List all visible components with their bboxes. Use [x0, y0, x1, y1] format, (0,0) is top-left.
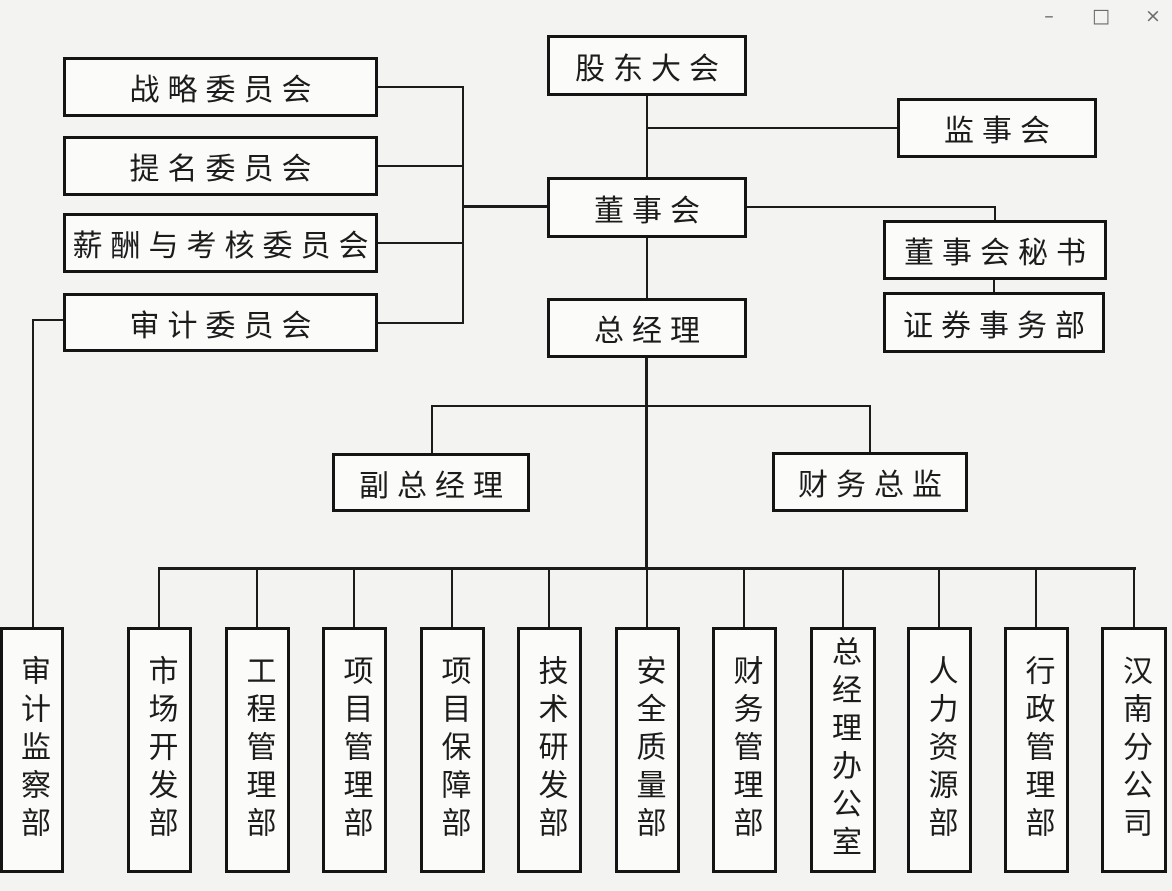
connector-shareholders-supervisory	[647, 127, 897, 129]
stub-dept-hannan	[1133, 570, 1135, 627]
node-board-secretary: 董事会秘书	[883, 220, 1107, 280]
node-audit-committee: 审计委员会	[63, 293, 378, 352]
node-dept-market-development: 市场开发部	[127, 627, 192, 873]
node-supervisory-board: 监事会	[897, 98, 1097, 158]
connector-deputy-gm-stub	[431, 407, 433, 453]
connector-bottom-horizontal	[158, 567, 1136, 570]
connector-audit-committee-dept-h	[33, 319, 63, 321]
node-dept-engineering-mgmt: 工程管理部	[225, 627, 290, 873]
stub-dept-engineering	[256, 570, 258, 627]
node-deputy-general-manager: 副总经理	[332, 453, 530, 512]
node-general-manager: 总经理	[547, 298, 747, 358]
connector-audit-committee-dept-v	[32, 319, 34, 627]
close-icon[interactable]: ×	[1145, 5, 1161, 27]
node-remuneration-committee: 薪酬与考核委员会	[63, 213, 378, 273]
node-dept-project-mgmt: 项目管理部	[322, 627, 387, 873]
minimize-icon[interactable]: –	[1044, 5, 1054, 27]
stub-dept-project-support	[451, 570, 453, 627]
stub-dept-tech-rd	[548, 570, 550, 627]
stub-dept-safety-quality	[646, 570, 648, 627]
connector-remuneration-stub	[378, 242, 463, 244]
node-nomination-committee: 提名委员会	[63, 136, 378, 196]
node-dept-tech-rd: 技术研发部	[517, 627, 582, 873]
connector-finance-director-stub	[869, 407, 871, 452]
stub-dept-finance-mgmt	[743, 570, 745, 627]
node-dept-project-support: 项目保障部	[420, 627, 485, 873]
node-dept-gm-office: 总经理办公室	[810, 627, 876, 873]
node-board-of-directors: 董事会	[547, 177, 747, 238]
window-controls: – □ ×	[1034, 0, 1168, 32]
stub-dept-project-mgmt	[353, 570, 355, 627]
node-securities-affairs-dept: 证券事务部	[883, 292, 1105, 353]
node-dept-safety-quality: 安全质量部	[615, 627, 680, 873]
connector-strategy-stub	[378, 86, 463, 88]
maximize-icon[interactable]: □	[1092, 5, 1110, 27]
connector-board-secretary-v	[994, 208, 996, 220]
connector-board-gm	[646, 238, 648, 298]
connector-board-secretary-h	[747, 206, 996, 208]
stub-dept-market	[158, 570, 160, 627]
node-dept-admin-mgmt: 行政管理部	[1004, 627, 1069, 873]
stub-dept-admin	[1035, 570, 1037, 627]
connector-audit-stub	[378, 322, 463, 324]
trunk-gm-vertical	[645, 358, 648, 570]
connector-nomination-stub	[378, 165, 463, 167]
node-finance-director: 财务总监	[772, 452, 968, 512]
connector-committees-board	[462, 205, 547, 208]
connector-shareholders-board	[646, 96, 648, 178]
node-shareholders-meeting: 股东大会	[547, 35, 747, 96]
node-dept-hannan-branch: 汉南分公司	[1101, 627, 1167, 873]
node-strategy-committee: 战略委员会	[63, 57, 378, 117]
connector-mid-horizontal	[431, 405, 871, 407]
node-dept-audit-supervision: 审计监察部	[0, 627, 64, 873]
stub-dept-gm-office	[842, 570, 844, 627]
stub-dept-hr	[938, 570, 940, 627]
connector-secretary-securities	[993, 280, 995, 292]
node-dept-hr: 人力资源部	[907, 627, 972, 873]
node-dept-finance-mgmt: 财务管理部	[712, 627, 777, 873]
